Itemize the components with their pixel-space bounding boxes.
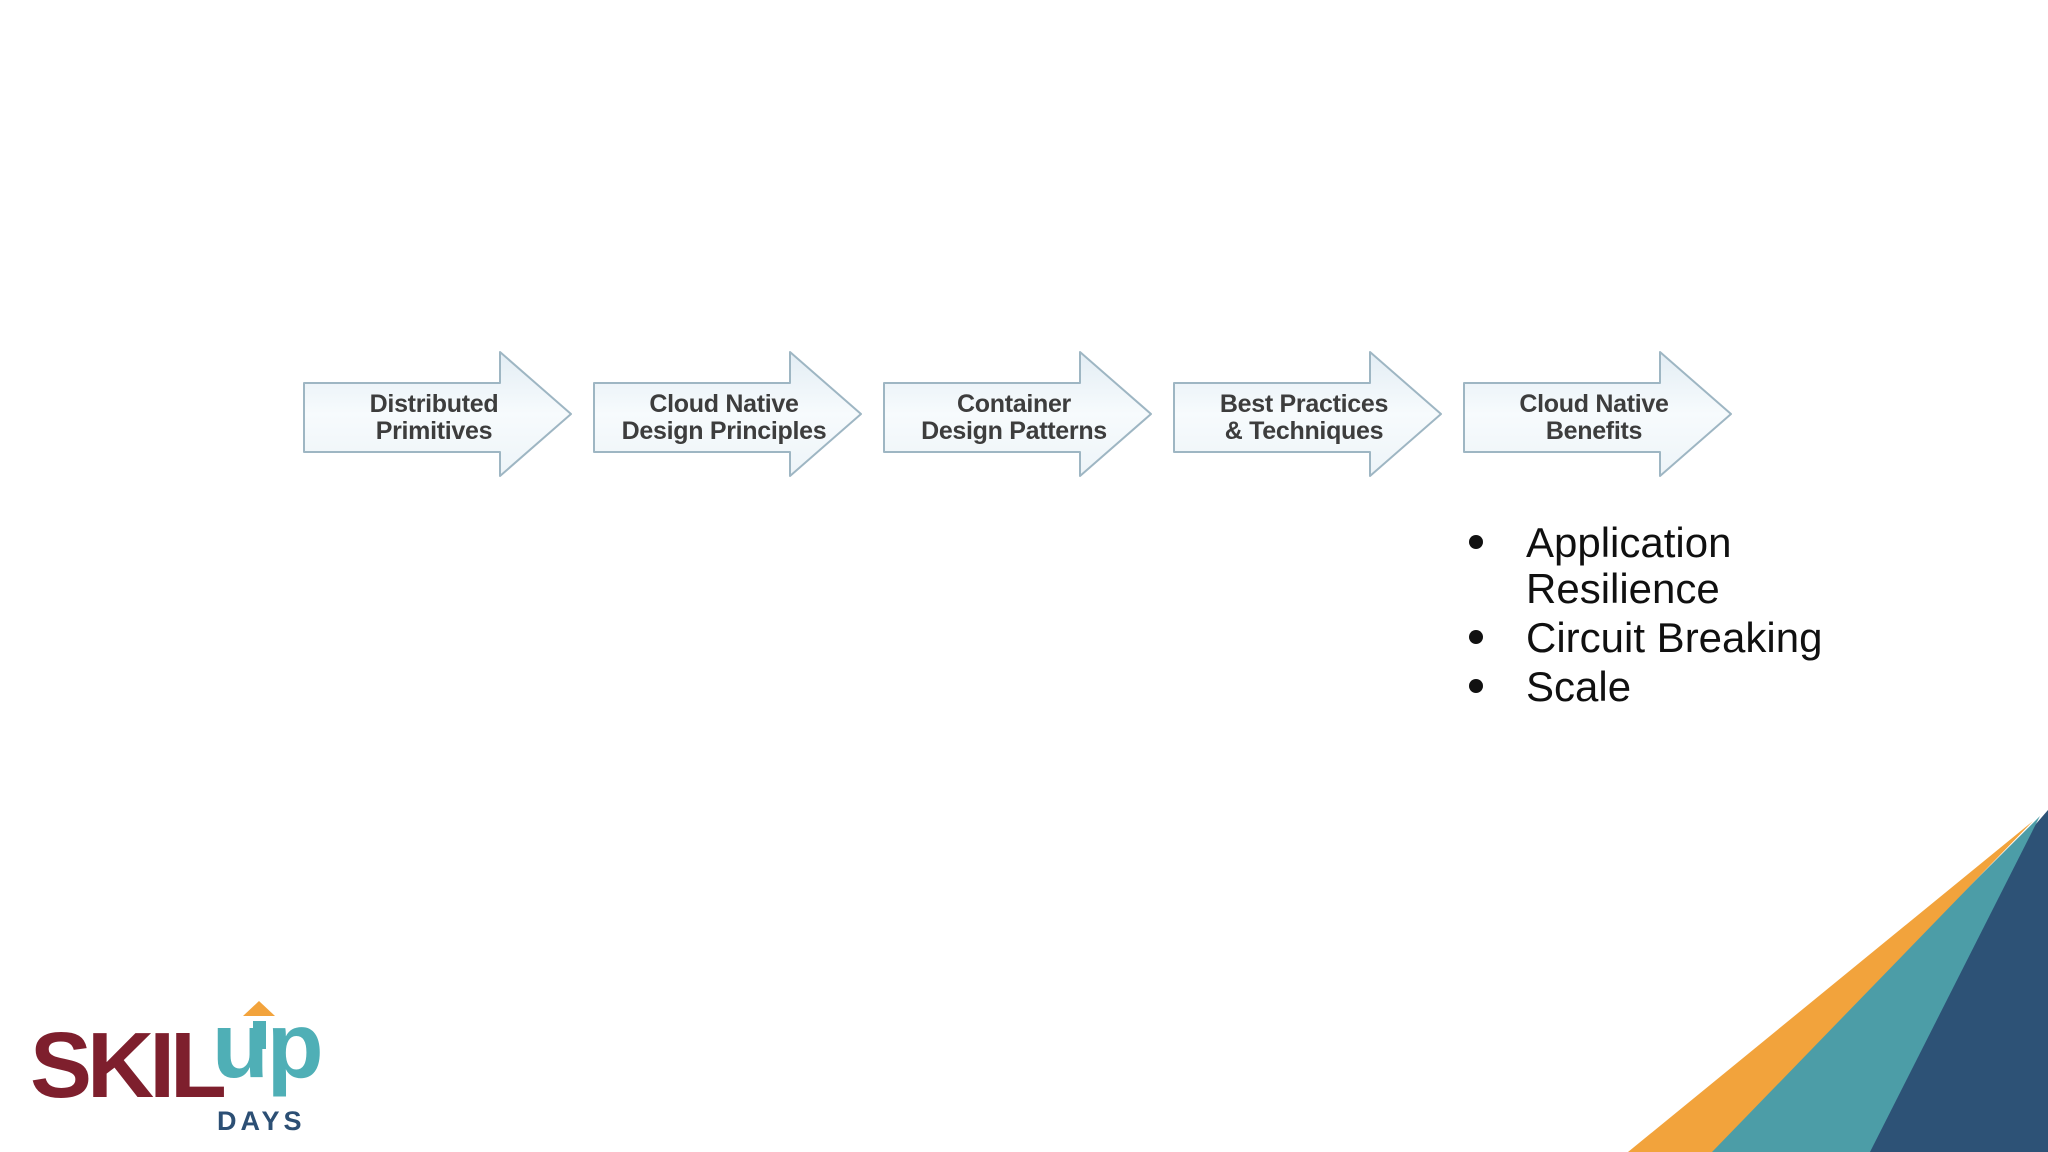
process-step-best-practices-techniques: Best Practices & Techniques (1173, 350, 1443, 478)
process-step-container-design-patterns: Container Design Patterns (883, 350, 1153, 478)
arrow-shape-icon (1463, 351, 1732, 477)
benefit-text-line: Circuit Breaking (1526, 614, 1823, 661)
logo-arrow-stem (253, 1021, 266, 1049)
logo-days-text: DAYS (217, 1106, 306, 1136)
benefit-text-line: Application (1526, 519, 1732, 566)
step-label-line2: Benefits (1545, 416, 1643, 445)
step-label-line2: & Techniques (1224, 416, 1384, 445)
step-label-line1: Best Practices (1219, 389, 1389, 418)
up-arrow-icon (243, 1001, 275, 1016)
step-label-line1: Cloud Native (1519, 389, 1669, 418)
skilup-days-logo: SKIL up DAYS (28, 995, 328, 1145)
arrow-shape-icon (303, 351, 572, 477)
arrow-shape-icon (1173, 351, 1442, 477)
process-step-cloud-native-benefits: Cloud Native Benefits (1463, 350, 1733, 478)
arrow-shape-icon (593, 351, 862, 477)
step-label-line2: Design Principles (621, 416, 827, 445)
process-step-label: Cloud Native Design Principles (593, 383, 855, 452)
list-item: Application Resilience (1462, 520, 1852, 612)
bullet-icon (1469, 630, 1483, 644)
process-step-label: Container Design Patterns (883, 383, 1145, 452)
step-label-line1: Cloud Native (649, 389, 799, 418)
process-step-cloud-native-design-principles: Cloud Native Design Principles (593, 350, 863, 478)
bullet-icon (1469, 535, 1483, 549)
process-step-label: Distributed Primitives (303, 383, 565, 452)
benefit-text-line: Scale (1526, 663, 1632, 710)
process-step-label: Cloud Native Benefits (1463, 383, 1725, 452)
process-step-distributed-primitives: Distributed Primitives (303, 350, 573, 478)
step-label-line2: Design Patterns (921, 416, 1107, 445)
logo-skil-text: SKIL (30, 1013, 227, 1117)
step-label-line1: Container (957, 389, 1071, 418)
bullet-icon (1469, 679, 1483, 693)
step-label-line2: Primitives (375, 416, 493, 445)
benefit-text-line: Resilience (1526, 565, 1720, 612)
arrow-shape-icon (883, 351, 1152, 477)
step-label-line1: Distributed (369, 389, 499, 418)
benefits-list: Application Resilience Circuit Breaking … (1462, 520, 1852, 713)
process-step-label: Best Practices & Techniques (1173, 383, 1435, 452)
list-item: Scale (1462, 664, 1852, 710)
list-item: Circuit Breaking (1462, 615, 1852, 661)
